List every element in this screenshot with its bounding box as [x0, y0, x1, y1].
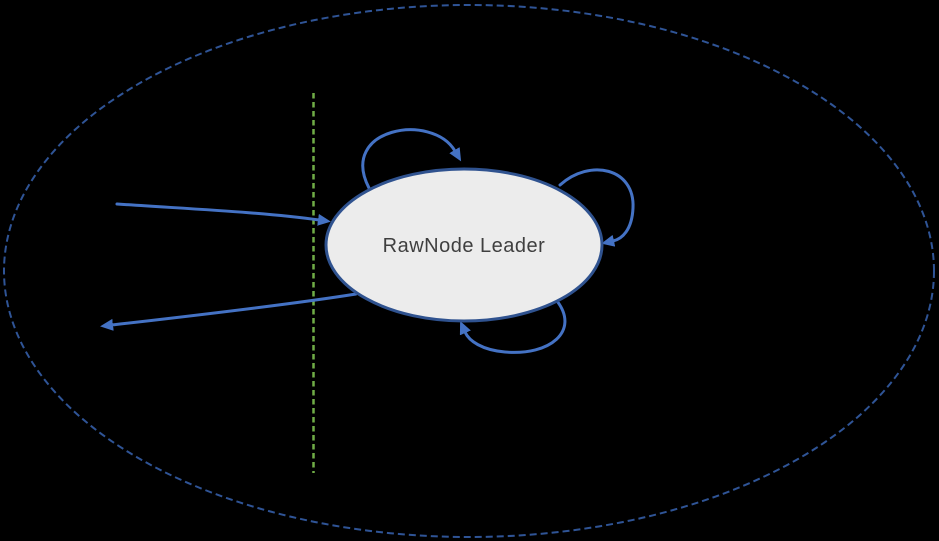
self-loop-top-arrow: [361, 128, 462, 190]
outgoing-message-arrow: [100, 292, 358, 331]
self-loop-right-arrow: [558, 168, 635, 247]
outer-boundary-ellipse: [3, 4, 935, 538]
incoming-message-arrow: [115, 202, 331, 226]
rawnode-leader-label: RawNode Leader: [383, 235, 546, 257]
rawnode-leader-ellipse: [324, 167, 604, 323]
self-loop-bottom-arrow: [459, 299, 567, 354]
